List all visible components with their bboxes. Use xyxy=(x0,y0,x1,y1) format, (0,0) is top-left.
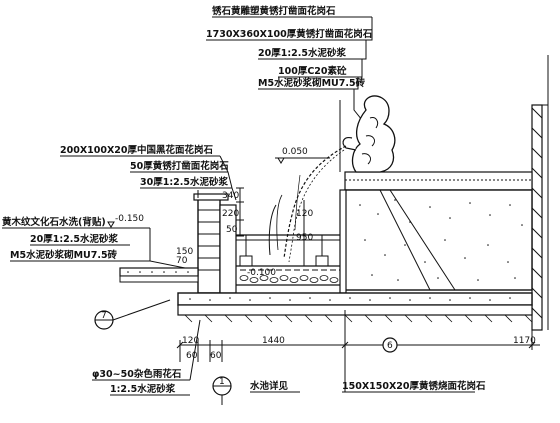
label-bottom-right: 150X150X20厚黄锈烧面花岗石 xyxy=(342,380,486,392)
label-left-upper-1: 200X100X20厚中国黑花面花岗石 xyxy=(60,144,214,156)
dim-v-50: 50 xyxy=(226,225,238,235)
dim-h-1170: 1170 xyxy=(513,336,536,346)
label-top-2: 1730X360X100厚黄锈打凿面花岗石 xyxy=(206,28,373,40)
bottom-dimensions: 120 60 60 1440 1170 xyxy=(176,330,540,362)
level-mark-0050: 0.050 xyxy=(282,147,308,157)
vertical-dimensions: 340 220 50 120 950 70 150 xyxy=(176,187,313,266)
top-label-group: 锈石黄雕塑黄锈打凿面花岗石 1730X360X100厚黄锈打凿面花岗石 20厚1… xyxy=(206,5,373,132)
concrete-stipple xyxy=(359,199,523,281)
level-triangle-top xyxy=(277,157,285,164)
dim-h-1440: 1440 xyxy=(262,336,285,346)
label-left-lower-3: M5水泥砂浆砌MU7.5砖 xyxy=(10,249,118,261)
label-left-lower-1: 黄木纹文化石水洗(背贴) xyxy=(2,216,106,228)
left-lower-label-group: 黄木纹文化石水洗(背贴) 20厚1:2.5水泥砂浆 M5水泥砂浆砌MU7.5砖 xyxy=(2,216,196,271)
dim-v-220: 220 xyxy=(222,209,239,219)
leader-ll-collector xyxy=(149,228,196,271)
pebble-bed xyxy=(239,275,339,283)
water-jet xyxy=(268,145,347,263)
label-bottom-left-1: φ30~50杂色雨花石 xyxy=(92,368,182,380)
pool-left-wall xyxy=(193,193,237,294)
label-top-3: 20厚1:2.5水泥砂浆 xyxy=(258,47,346,59)
callout-7: 7 xyxy=(94,299,171,330)
label-bottom-mid: 水池详见 xyxy=(250,380,289,392)
callout-6: 6 xyxy=(382,337,398,353)
pool-basin xyxy=(236,189,347,294)
level-mark-m0100: -0.100 xyxy=(247,268,276,278)
callout-number-7: 7 xyxy=(101,311,107,321)
dim-h-60b: 60 xyxy=(210,351,222,361)
dim-v-340: 340 xyxy=(222,191,239,201)
label-left-lower-2: 20厚1:2.5水泥砂浆 xyxy=(30,233,118,245)
sculpture xyxy=(342,95,396,173)
callout-1: 1 xyxy=(212,376,232,405)
leader-lu-collector xyxy=(219,155,237,201)
leader-top-collector xyxy=(353,17,373,131)
callout-number-1: 1 xyxy=(219,377,225,387)
label-top-5: M5水泥砂浆砌MU7.5砖 xyxy=(258,77,366,89)
label-left-upper-2: 50厚黄锈打凿面花岗石 xyxy=(130,160,229,172)
level-mark-left: -0.150 -0.100 xyxy=(107,214,276,278)
dim-h-120: 120 xyxy=(182,336,199,346)
dim-v-150: 150 xyxy=(176,247,193,257)
dim-v-70: 70 xyxy=(176,256,188,266)
level-mark-top: 0.050 xyxy=(275,147,330,164)
label-bottom-left-2: 1:2.5水泥砂浆 xyxy=(110,383,176,395)
label-top-4: 100厚C20素砼 xyxy=(278,65,347,77)
dim-v-950: 950 xyxy=(296,233,313,243)
bottom-labels: φ30~50杂色雨花石 1:2.5水泥砂浆 水池详见 150X150X20厚黄锈… xyxy=(92,310,486,396)
foundation xyxy=(177,292,533,323)
dim-v-120: 120 xyxy=(296,209,313,219)
label-top-1: 锈石黄雕塑黄锈打凿面花岗石 xyxy=(212,5,336,17)
callout-number-6: 6 xyxy=(387,341,393,351)
right-wall xyxy=(531,55,549,331)
left-upper-label-group: 200X100X20厚中国黑花面花岗石 50厚黄锈打凿面花岗石 30厚1:2.5… xyxy=(60,144,237,201)
upper-platform xyxy=(344,171,533,291)
dim-h-60a: 60 xyxy=(186,351,198,361)
left-paving xyxy=(119,267,199,283)
level-mark-m0150: -0.150 xyxy=(115,214,144,224)
label-left-upper-3: 30厚1:2.5水泥砂浆 xyxy=(140,176,228,188)
